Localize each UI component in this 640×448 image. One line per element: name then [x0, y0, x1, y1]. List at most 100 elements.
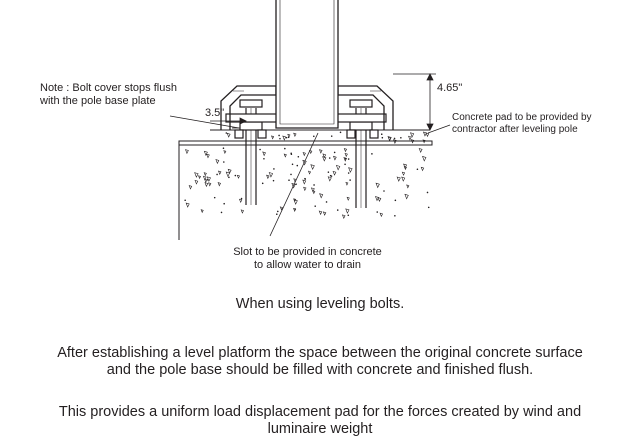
bolt-cover-note-line1: Note : Bolt cover stops flush [40, 82, 177, 94]
aggregate-stone [333, 155, 337, 161]
aggregate-dot [304, 178, 307, 180]
aggregate-stone [343, 148, 347, 153]
aggregate-dot [314, 205, 317, 207]
aggregate-dot [297, 155, 300, 158]
aggregate-dot [223, 161, 225, 163]
aggregate-dot [328, 157, 331, 159]
aggregate-stone [422, 155, 427, 162]
concrete-pad-note-line1: Concrete pad to be provided by [452, 112, 592, 123]
aggregate-dot [284, 147, 286, 150]
aggregate-stone [310, 187, 315, 193]
pad-height-label: 3.5" [205, 107, 225, 119]
aggregate-stone [293, 132, 297, 138]
aggregate-stone [410, 139, 415, 144]
aggregate-dot [416, 168, 419, 171]
aggregate-dot [349, 179, 351, 181]
aggregate-dot [216, 173, 218, 176]
slot-note-line2: to allow water to drain [254, 259, 361, 271]
cover-height-label: 4.65" [437, 82, 463, 94]
aggregate-stone [194, 179, 199, 185]
aggregate-dot [222, 147, 225, 150]
aggregate-stone [345, 181, 349, 186]
concrete-pad-note: Concrete pad to be provided by contracto… [452, 112, 592, 136]
aggregate-stone [343, 157, 348, 162]
aggregate-dot [261, 182, 264, 185]
aggregate-stone [238, 198, 243, 204]
aggregate-stone [341, 214, 346, 220]
aggregate-dot [220, 211, 223, 214]
aggregate-stone [335, 164, 341, 171]
bolt-cover-note: Note : Bolt cover stops flush with the p… [40, 82, 177, 108]
aggregate-stone [283, 153, 287, 158]
aggregate-dot [400, 137, 402, 139]
aggregate-stone [282, 135, 287, 141]
aggregate-stone [318, 210, 323, 216]
aggregate-dot [393, 137, 396, 140]
aggregate-dot [371, 153, 373, 155]
aggregate-stone [223, 150, 227, 155]
aggregate-stone [217, 182, 221, 187]
aggregate-dot [223, 202, 225, 205]
aggregate-stone [198, 175, 201, 180]
aggregate-stone [418, 148, 423, 153]
aggregate-dot [327, 171, 330, 173]
aggregate-stone [293, 198, 297, 203]
aggregate-dot [383, 190, 385, 192]
aggregate-stone [200, 209, 204, 214]
aggregate-dot [333, 151, 336, 154]
aggregate-stone [203, 172, 207, 177]
aggregate-stone [406, 184, 410, 189]
aggregate-stone [215, 159, 220, 165]
paragraph-fill-instructions: After establishing a level platform the … [0, 345, 640, 379]
aggregate-stone [268, 172, 274, 178]
aggregate-stone [401, 176, 406, 182]
aggregate-dot [290, 173, 292, 176]
aggregate-stone [319, 149, 323, 154]
aggregate-stone [312, 190, 316, 195]
aggregate-dot [376, 211, 379, 213]
aggregate-stone [346, 196, 350, 201]
aggregate-dot [394, 214, 396, 217]
aggregate-dot [279, 137, 281, 140]
aggregate-stone [327, 176, 332, 182]
aggregate-stone [240, 209, 244, 214]
aggregate-dot [228, 176, 230, 179]
aggregate-stone [204, 182, 209, 188]
aggregate-dot [330, 135, 333, 137]
aggregate-dot [234, 174, 237, 177]
dimension-cover-height [393, 73, 436, 131]
aggregate-dot [325, 201, 328, 203]
aggregate-dot [206, 178, 209, 181]
aggregate-dot [288, 179, 290, 182]
dimension-pad-height [210, 117, 247, 125]
aggregate-stone [310, 164, 315, 170]
aggregate-stone [374, 196, 379, 202]
aggregate-stone [319, 193, 324, 199]
aggregate-dot [347, 158, 350, 160]
aggregate-stone [375, 182, 380, 189]
aggregate-dot [276, 210, 279, 213]
aggregate-stone [379, 212, 383, 218]
aggregate-stone [206, 153, 210, 159]
aggregate-stone [410, 132, 415, 138]
aggregate-stone [404, 193, 409, 200]
paragraph1-line2: and the pole base should be filled with … [106, 362, 534, 378]
aggregate-stone [236, 174, 240, 179]
aggregate-stone [425, 132, 430, 138]
aggregate-stone [188, 185, 193, 190]
aggregate-dot [263, 157, 265, 160]
aggregate-dot [336, 209, 339, 211]
aggregate-dot [285, 136, 288, 139]
aggregate-stone [291, 182, 296, 189]
aggregate-stone [387, 136, 392, 142]
aggregate-stone [271, 135, 275, 140]
aggregate-stone [293, 208, 297, 212]
aggregate-stone [420, 166, 425, 172]
paragraph-load-pad: This provides a uniform load displacemen… [0, 404, 640, 438]
aggregate-dot [380, 133, 383, 136]
aggregate-dot [344, 157, 347, 160]
aggregate-dot [213, 196, 216, 199]
aggregate-dot [259, 148, 261, 151]
aggregate-stone [227, 168, 232, 174]
aggregate-dot [344, 163, 346, 166]
